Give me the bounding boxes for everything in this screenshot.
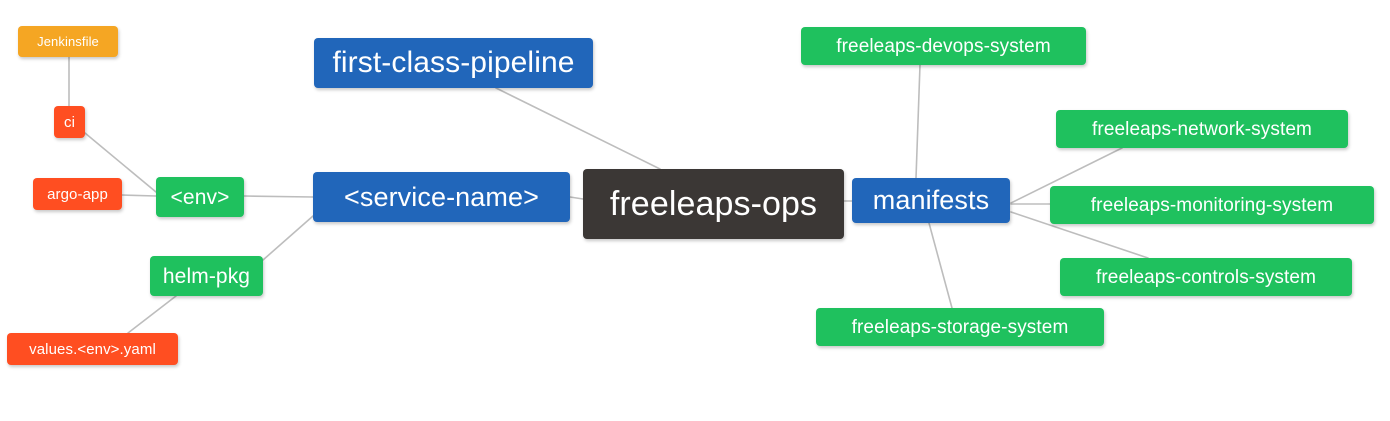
mindmap-node-label: first-class-pipeline xyxy=(332,46,575,79)
mindmap-node-manifests[interactable]: manifests xyxy=(852,178,1010,223)
mindmap-node-label: values.<env>.yaml xyxy=(29,340,156,358)
mindmap-node-label: argo-app xyxy=(47,185,108,203)
mindmap-node-label: freeleaps-devops-system xyxy=(836,35,1051,57)
edge-env-to-service-name xyxy=(243,195,314,198)
mindmap-node-first-class-pipeline[interactable]: first-class-pipeline xyxy=(314,38,593,88)
mindmap-node-label: freeleaps-storage-system xyxy=(851,316,1069,338)
mindmap-node-freeleaps-storage-system[interactable]: freeleaps-storage-system xyxy=(816,308,1104,346)
mindmap-node-service-name[interactable]: <service-name> xyxy=(313,172,570,222)
mindmap-node-jenkinsfile[interactable]: Jenkinsfile xyxy=(18,26,118,57)
mindmap-node-label: freeleaps-network-system xyxy=(1092,118,1312,140)
mindmap-node-label: ci xyxy=(63,113,76,131)
mindmap-node-label: manifests xyxy=(872,185,990,215)
mindmap-node-freeleaps-ops[interactable]: freeleaps-ops xyxy=(583,169,844,239)
edge-manifests-to-freeleaps-storage-system xyxy=(928,222,953,309)
edge-manifests-to-freeleaps-devops-system xyxy=(915,64,921,179)
mindmap-node-values-env-yaml[interactable]: values.<env>.yaml xyxy=(7,333,178,365)
mindmap-node-freeleaps-network-system[interactable]: freeleaps-network-system xyxy=(1056,110,1348,148)
mindmap-node-label: freeleaps-ops xyxy=(609,185,818,223)
mindmap-node-label: <env> xyxy=(170,185,230,209)
edge-argo-app-to-env xyxy=(121,194,157,197)
edge-service-name-to-helm-pkg xyxy=(262,215,314,261)
edge-first-class-pipeline-to-freeleaps-ops xyxy=(495,87,661,170)
mindmap-node-label: freeleaps-controls-system xyxy=(1095,266,1317,288)
mindmap-node-freeleaps-monitoring-system[interactable]: freeleaps-monitoring-system xyxy=(1050,186,1374,224)
mindmap-node-argo-app[interactable]: argo-app xyxy=(33,178,122,210)
mindmap-node-helm-pkg[interactable]: helm-pkg xyxy=(150,256,263,296)
mindmap-node-freeleaps-devops-system[interactable]: freeleaps-devops-system xyxy=(801,27,1086,65)
mindmap-node-label: <service-name> xyxy=(344,181,539,212)
mindmap-node-freeleaps-controls-system[interactable]: freeleaps-controls-system xyxy=(1060,258,1352,296)
mindmap-node-label: freeleaps-monitoring-system xyxy=(1090,194,1334,216)
mindmap-node-label: Jenkinsfile xyxy=(37,34,99,49)
mindmap-node-label: helm-pkg xyxy=(162,264,251,288)
edge-helm-pkg-to-values-env-yaml xyxy=(127,295,177,334)
mindmap-node-env[interactable]: <env> xyxy=(156,177,244,217)
edge-service-name-to-freeleaps-ops xyxy=(569,196,584,200)
mindmap-node-ci[interactable]: ci xyxy=(54,106,85,138)
